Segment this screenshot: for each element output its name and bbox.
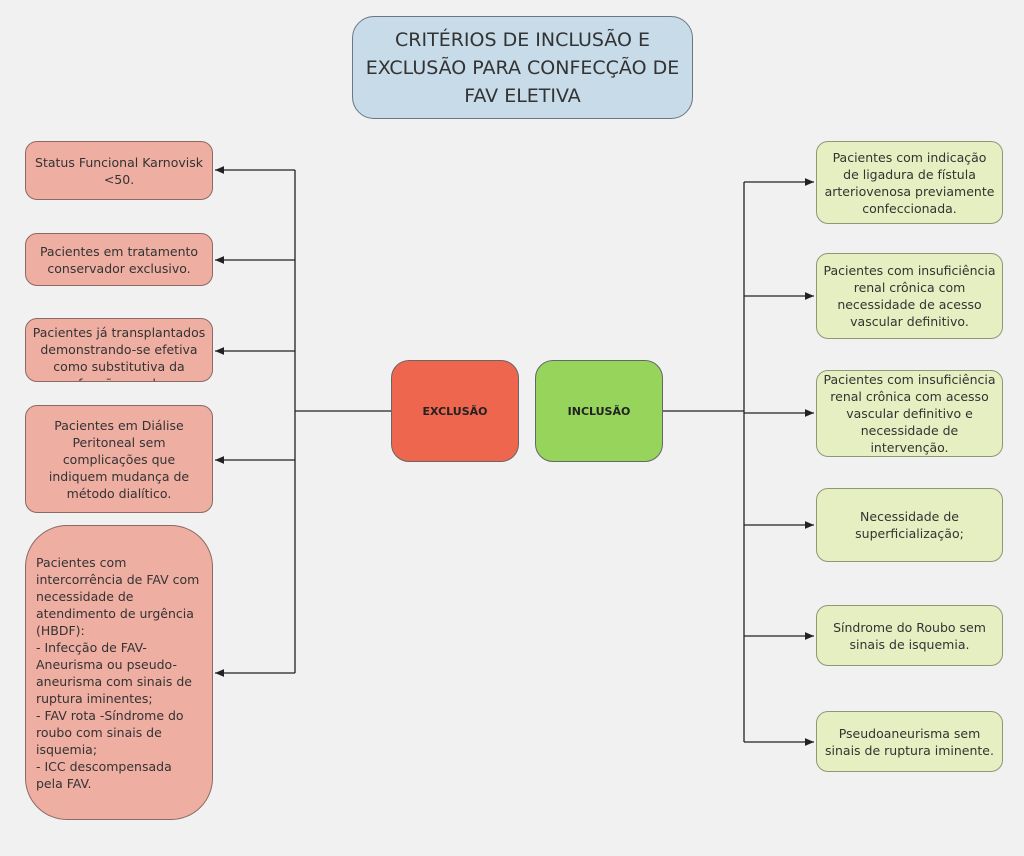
exclusion-item: Status Funcional Karnovisk <50. bbox=[25, 141, 213, 200]
exclusion-node: EXCLUSÃO bbox=[391, 360, 519, 462]
exclusion-item: Pacientes em tratamento conservador excl… bbox=[25, 233, 213, 286]
exclusion-item: Pacientes com intercorrência de FAV com … bbox=[25, 525, 213, 820]
page-title: CRITÉRIOS DE INCLUSÃO E EXCLUSÃO PARA CO… bbox=[352, 16, 693, 119]
exclusion-item: Pacientes já transplantados demonstrando… bbox=[25, 318, 213, 382]
inclusion-node: INCLUSÃO bbox=[535, 360, 663, 462]
inclusion-item: Pacientes com insuficiência renal crônic… bbox=[816, 370, 1003, 457]
inclusion-item: Necessidade de superficialização; bbox=[816, 488, 1003, 562]
inclusion-item: Pacientes com insuficiência renal crônic… bbox=[816, 253, 1003, 339]
inclusion-item: Pseudoaneurisma sem sinais de ruptura im… bbox=[816, 711, 1003, 772]
exclusion-item: Pacientes em Diálise Peritoneal sem comp… bbox=[25, 405, 213, 513]
inclusion-item: Síndrome do Roubo sem sinais de isquemia… bbox=[816, 605, 1003, 666]
inclusion-item: Pacientes com indicação de ligadura de f… bbox=[816, 141, 1003, 224]
